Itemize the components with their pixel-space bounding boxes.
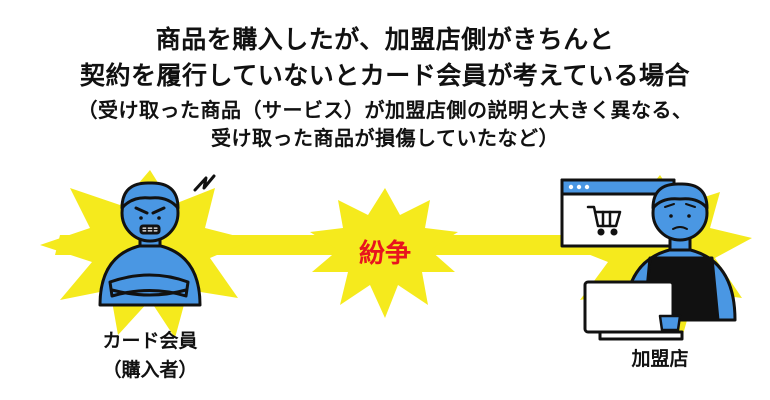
- card-member-label-line1: カード会員: [102, 330, 198, 352]
- merchant-hand: [658, 314, 682, 332]
- dispute-illustration: 紛争: [40, 170, 752, 341]
- anger-lightning-icon: [193, 174, 216, 192]
- card-member-label-line2: （購入者）: [102, 359, 198, 381]
- merchant-label: 加盟店: [600, 344, 720, 371]
- laptop-icon: [583, 280, 684, 341]
- title-line-3: （受け取った商品（サービス）が加盟店側の説明と大きく異なる、: [77, 98, 693, 122]
- merchant-label-line1: 加盟店: [631, 348, 689, 370]
- title-line-4: 受け取った商品が損傷していたなど）: [211, 126, 559, 150]
- title-line-1: 商品を購入したが、加盟店側がきちんと: [155, 25, 615, 54]
- center-burst: [310, 188, 458, 318]
- card-member-figure: [98, 181, 202, 307]
- shopping-cart-icon: [586, 205, 622, 236]
- card-member-label: カード会員 （購入者）: [70, 326, 230, 382]
- dispute-label: 紛争: [359, 238, 411, 269]
- title-line-2: 契約を履行していないとカード会員が考えている場合: [79, 61, 690, 90]
